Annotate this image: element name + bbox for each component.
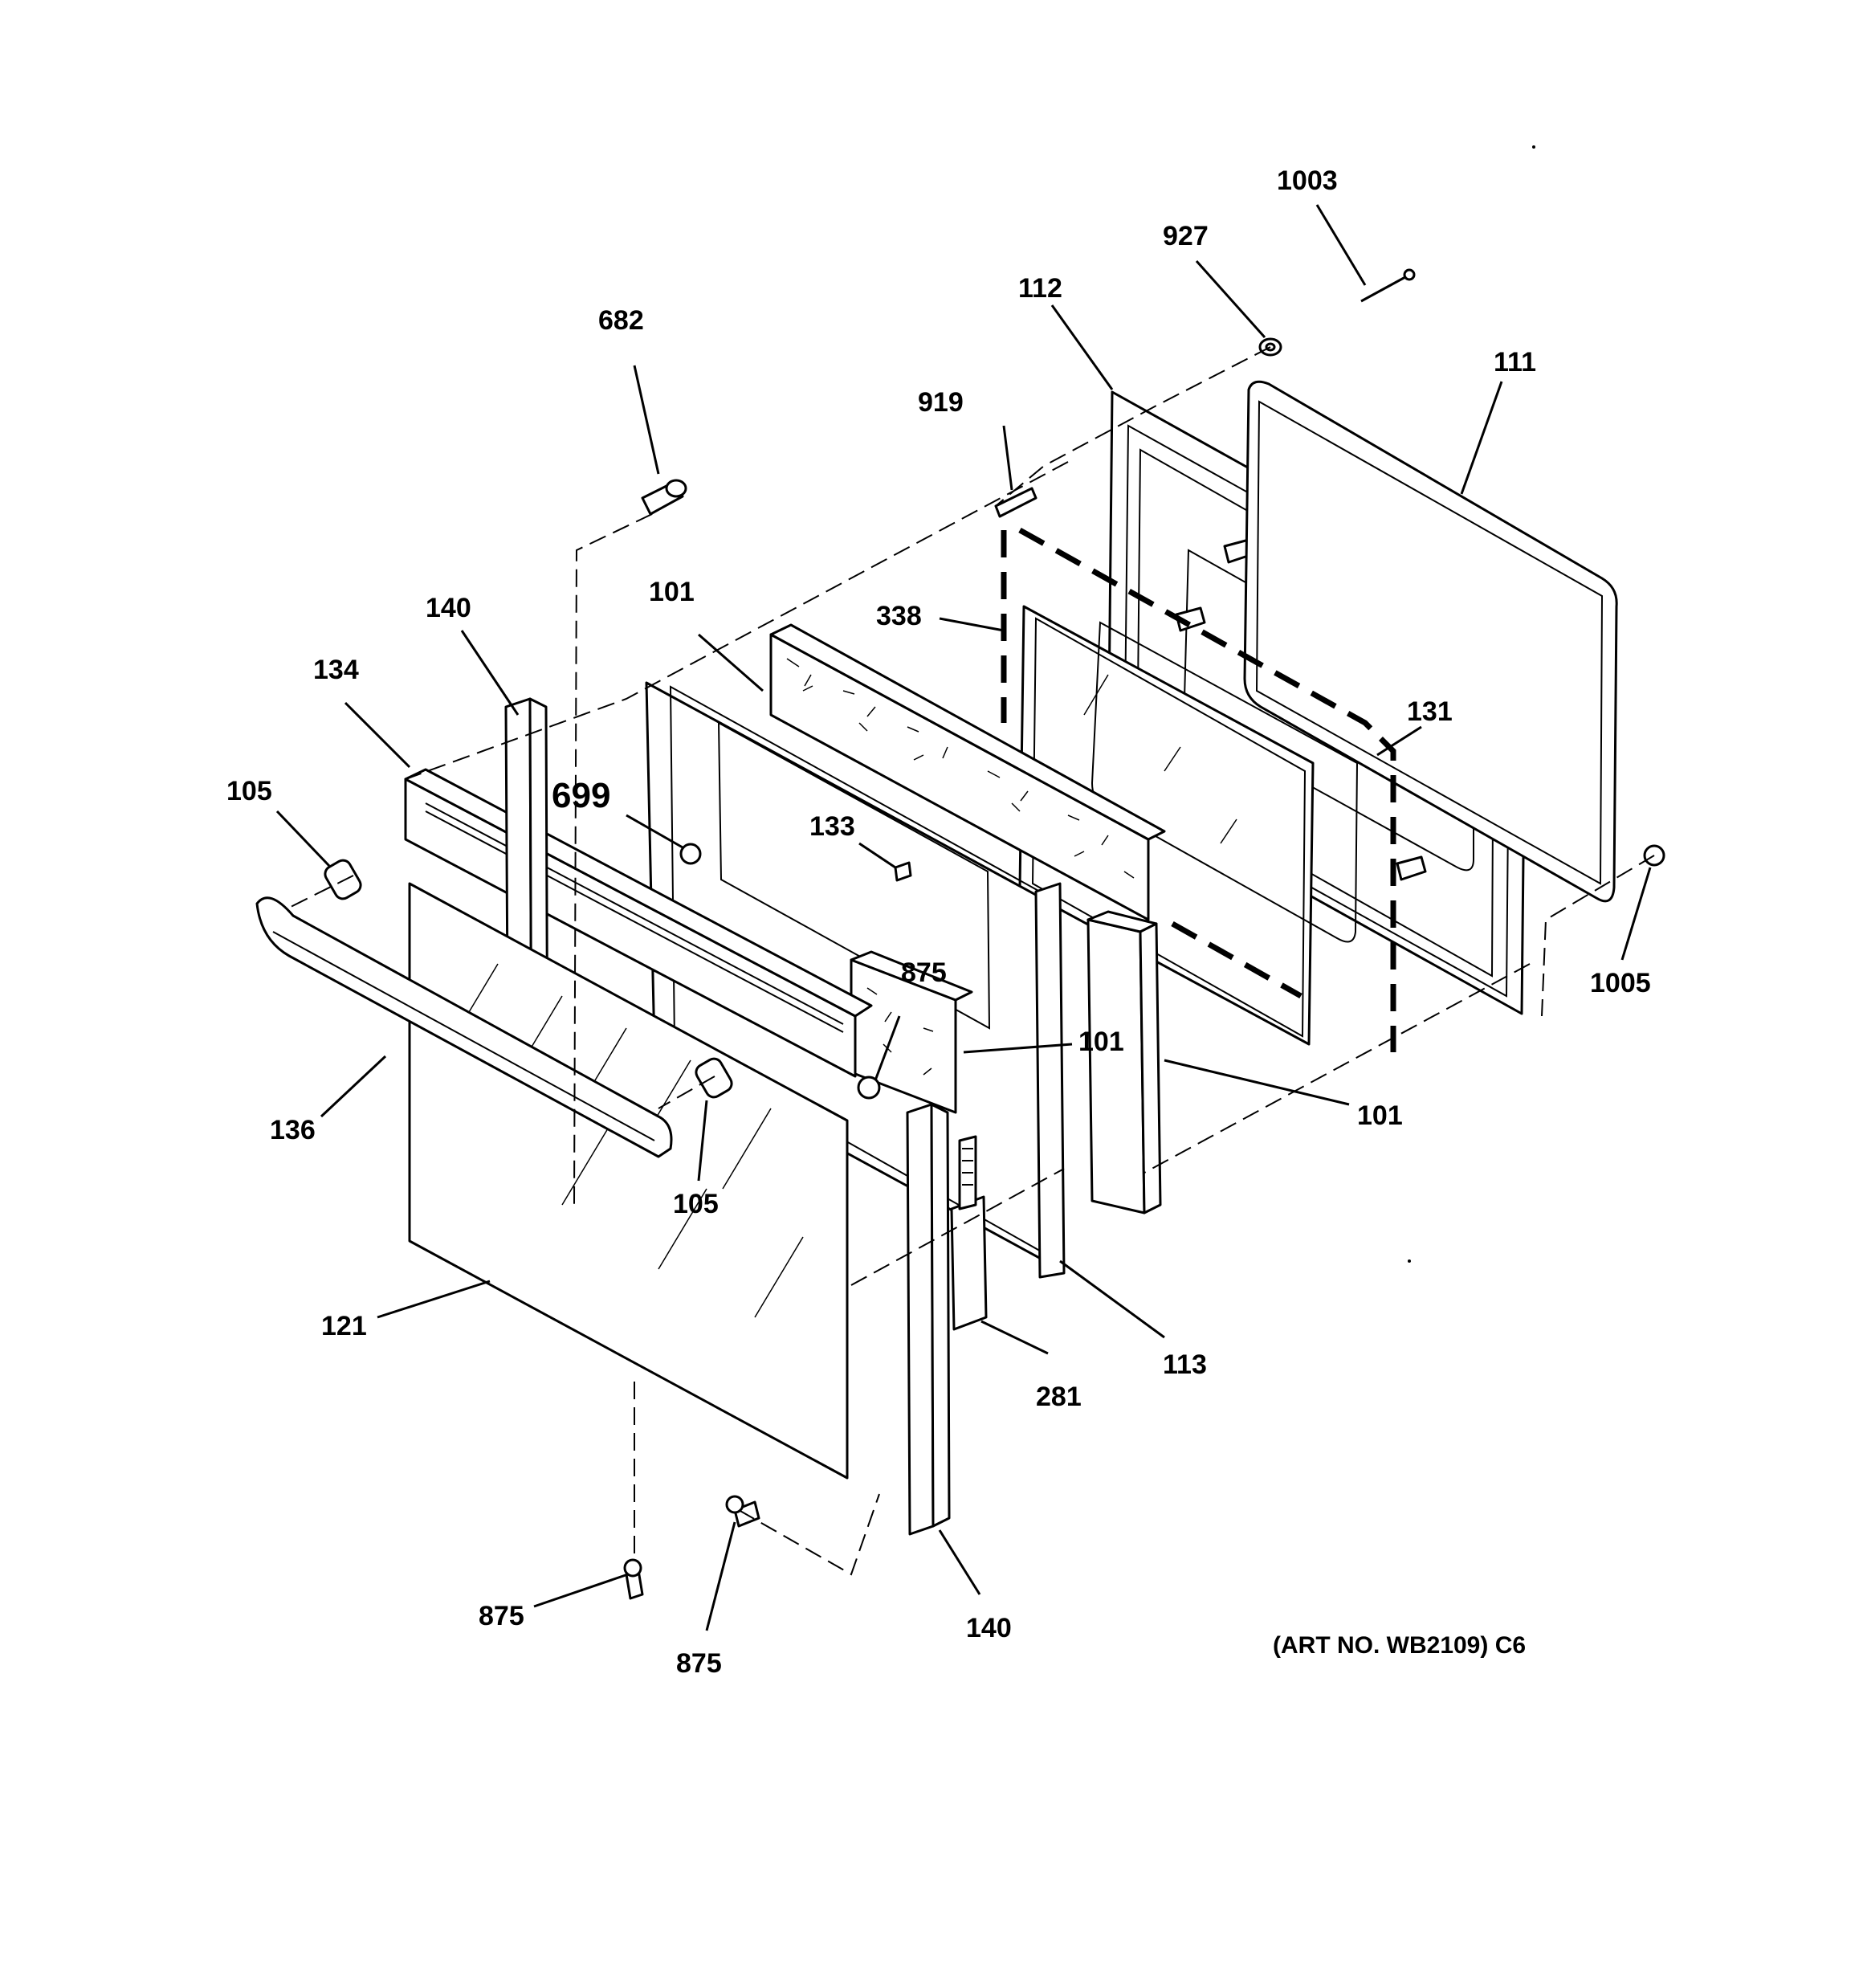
label-111: 111 (1494, 347, 1536, 378)
label-113: 113 (1163, 1349, 1207, 1380)
label-112: 112 (1018, 273, 1062, 304)
assembly-lines (288, 346, 1655, 1576)
art-number: (ART NO. WB2109) C6 (1273, 1632, 1526, 1659)
gasket-111 (1243, 380, 1618, 903)
label-131: 131 (1407, 696, 1453, 727)
outer-glass-121 (408, 882, 849, 1480)
screw-1003 (1360, 268, 1416, 303)
leader-lines (275, 204, 1652, 1631)
stray-dot (1532, 145, 1535, 149)
insulation-101-right (1086, 910, 1162, 1214)
label-105-left: 105 (226, 776, 272, 806)
label-136: 136 (270, 1115, 316, 1145)
label-101-right: 101 (1357, 1100, 1403, 1131)
label-134: 134 (313, 655, 359, 685)
label-140-bottom: 140 (966, 1613, 1012, 1643)
screw-875-mid (857, 1076, 881, 1100)
label-1003: 1003 (1277, 165, 1338, 196)
label-140-top: 140 (426, 593, 471, 623)
label-919: 919 (918, 387, 964, 418)
label-875-bottom: 875 (676, 1648, 722, 1679)
label-101-mid: 101 (1078, 1027, 1124, 1057)
label-927: 927 (1163, 221, 1209, 251)
channel-140-bottom (906, 1103, 951, 1536)
label-101-top: 101 (649, 577, 695, 607)
label-699: 699 (552, 776, 610, 815)
label-1005: 1005 (1590, 968, 1651, 998)
label-682: 682 (598, 305, 644, 336)
screw-875-bl (623, 1558, 644, 1600)
label-121: 121 (321, 1311, 367, 1341)
label-105-bottom: 105 (673, 1189, 719, 1219)
spacer-105-bottom (695, 1057, 733, 1099)
screw-875-bottom (725, 1495, 760, 1528)
label-875-bl: 875 (479, 1601, 524, 1631)
pin-919 (994, 487, 1037, 518)
insulation-101-top (769, 623, 1166, 921)
label-875-mid: 875 (901, 957, 947, 988)
part-labels: 1003 927 112 111 682 919 338 101 140 134… (226, 165, 1651, 1679)
screw-699 (679, 843, 702, 865)
stray-dot (1408, 1259, 1411, 1263)
hinge-281 (950, 1135, 988, 1331)
clip-133 (894, 861, 912, 882)
label-133: 133 (809, 811, 855, 842)
screw-682 (641, 479, 687, 516)
spacer-105-left (324, 859, 362, 900)
label-338: 338 (876, 601, 922, 631)
label-281: 281 (1036, 1382, 1082, 1412)
handle-136 (255, 896, 673, 1158)
